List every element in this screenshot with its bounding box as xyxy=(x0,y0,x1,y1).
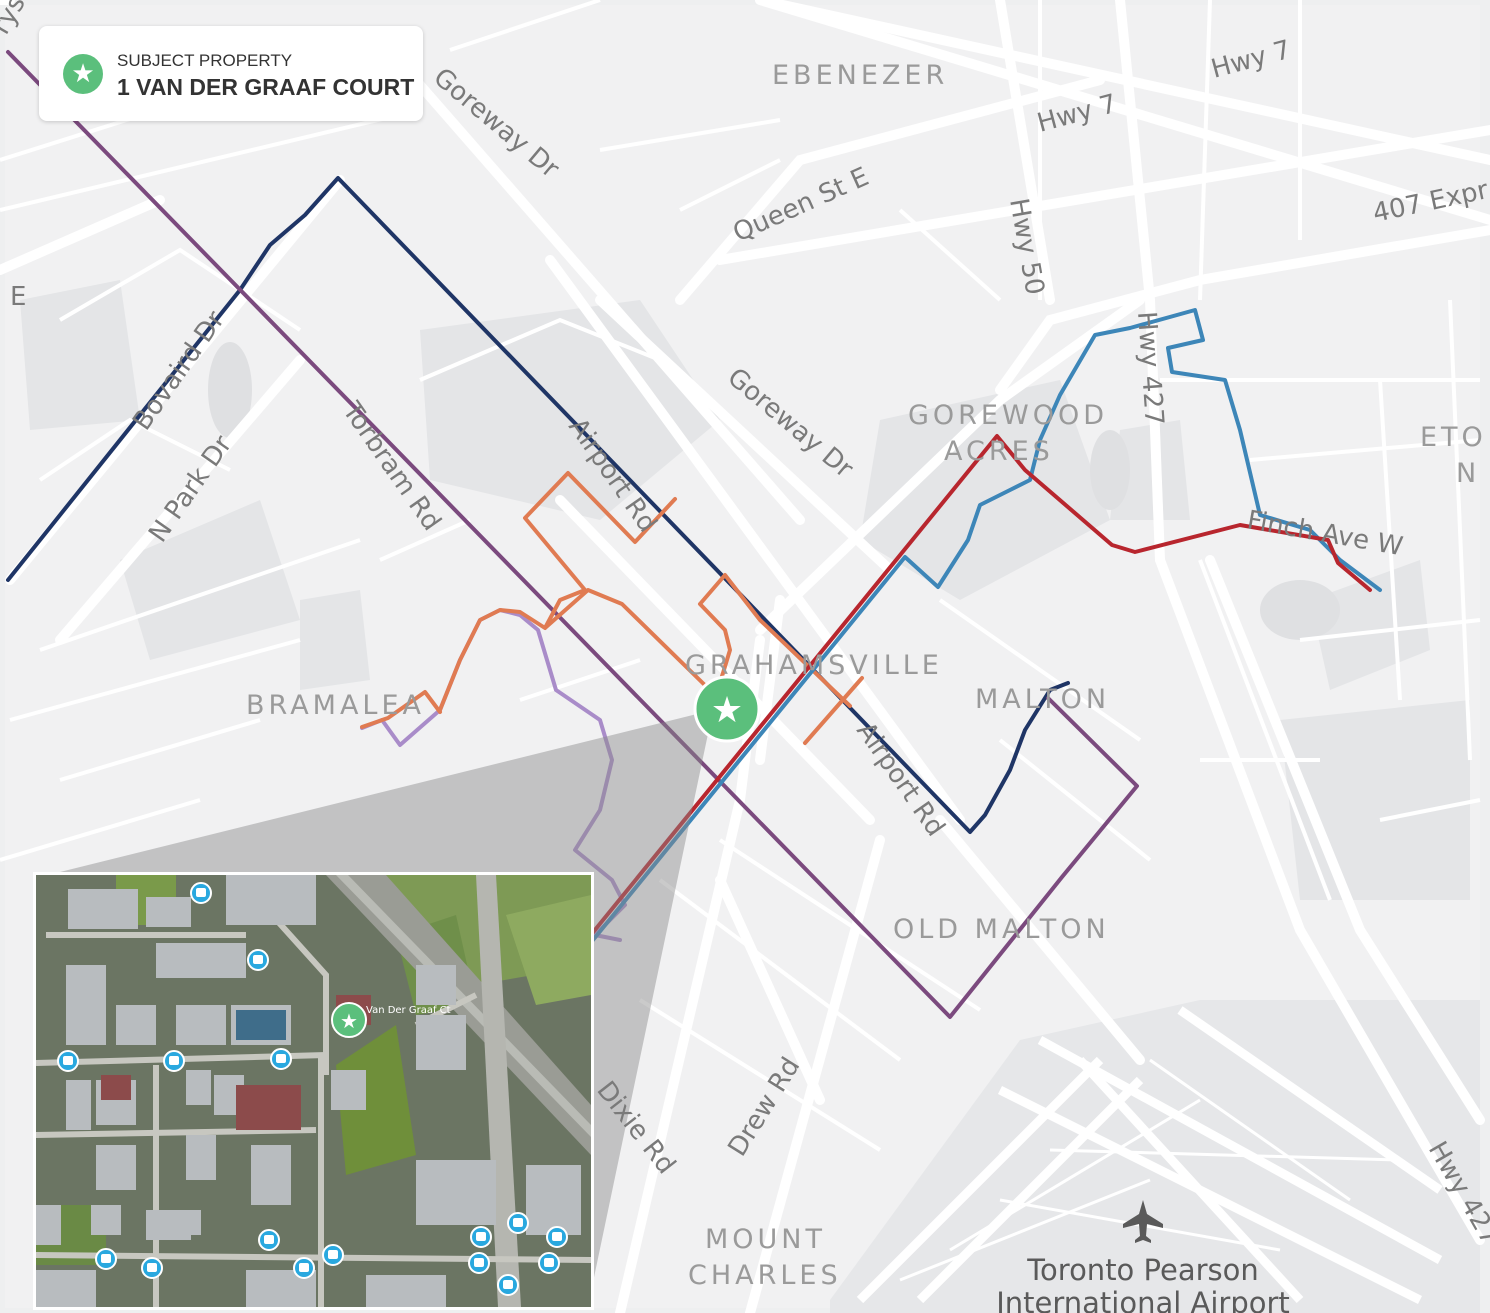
bus-stop-icon xyxy=(57,1050,79,1072)
bus-stop-icon xyxy=(322,1244,344,1266)
inset-street-label: Van Der Graaf Ct xyxy=(366,1005,451,1016)
star-icon: ★ xyxy=(711,690,743,731)
transit-route-purple xyxy=(6,50,1139,1019)
star-icon: ★ xyxy=(340,1009,358,1033)
bus-stop-icon xyxy=(190,882,212,904)
bus-stops xyxy=(57,882,568,1296)
bus-stop-icon xyxy=(270,1048,292,1070)
aerial-inset[interactable]: ★ Van Der Graaf Ct xyxy=(33,872,594,1310)
area-label-mount: MOUNT xyxy=(705,1224,826,1255)
transit-route-red xyxy=(588,434,1372,938)
area-label-malton: MALTON xyxy=(975,684,1110,715)
land-blocks xyxy=(20,280,1470,900)
bus-stop-icon xyxy=(247,949,269,971)
area-label-bramalea: BRAMALEA xyxy=(246,690,425,721)
inset-callout-wedge xyxy=(60,710,713,1306)
road-label-edge-left: E xyxy=(10,282,26,312)
transit-route-orange xyxy=(360,471,864,745)
area-label-eto: ETO xyxy=(1420,422,1487,453)
transit-route-lavender xyxy=(360,608,627,942)
bus-stop-icon xyxy=(497,1274,519,1296)
airplane-icon xyxy=(1123,1200,1163,1243)
bus-stop-icon xyxy=(95,1248,117,1270)
legend-heading: SUBJECT PROPERTY xyxy=(117,51,293,70)
bus-stop-icon xyxy=(507,1212,529,1234)
area-label-grahamsville: GRAHAMSVILLE xyxy=(685,650,943,681)
airport-runways xyxy=(856,1006,1443,1305)
airport-name-line1: Toronto Pearson xyxy=(1026,1253,1259,1287)
bus-stop-icon xyxy=(470,1226,492,1248)
bus-stop-icon xyxy=(141,1257,163,1279)
legend-address: 1 VAN DER GRAAF COURT xyxy=(117,74,415,100)
transit-route-navy xyxy=(6,176,1070,834)
bus-stop-icon xyxy=(538,1252,560,1274)
area-label-ebenezer: EBENEZER xyxy=(772,60,948,91)
star-icon: ★ xyxy=(63,54,103,94)
area-label-gorewood: GOREWOOD xyxy=(908,400,1108,431)
inset-subject-marker[interactable]: ★ xyxy=(331,1002,367,1038)
transit-routes xyxy=(6,50,1382,1019)
bus-stop-icon xyxy=(468,1252,490,1274)
water-features xyxy=(208,342,1340,640)
bus-stop-icon xyxy=(293,1257,315,1279)
area-label-eto-n: N xyxy=(1456,458,1480,489)
transit-route-blue xyxy=(591,308,1382,942)
bus-stop-icon xyxy=(258,1229,280,1251)
subject-property-marker[interactable]: ★ xyxy=(693,675,761,743)
bus-stop-icon xyxy=(546,1226,568,1248)
area-label-old-malton: OLD MALTON xyxy=(893,914,1110,945)
area-label-charles: CHARLES xyxy=(688,1260,842,1291)
legend-box: ★ SUBJECT PROPERTY 1 VAN DER GRAAF COURT xyxy=(39,26,423,121)
area-label-acres: ACRES xyxy=(944,436,1054,467)
airport-name-line2: International Airport xyxy=(996,1286,1290,1313)
bus-stop-icon xyxy=(163,1050,185,1072)
airport-grounds xyxy=(830,1000,1480,1313)
aerial-photo: ★ Van Der Graaf Ct xyxy=(36,875,591,1307)
